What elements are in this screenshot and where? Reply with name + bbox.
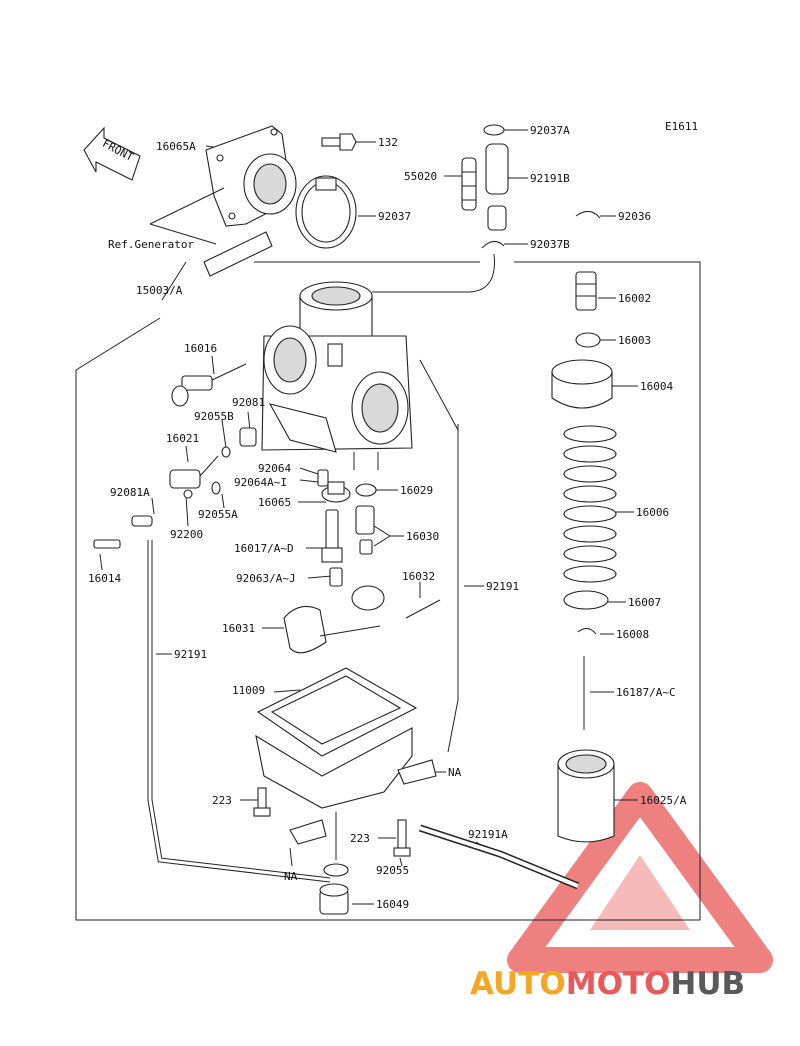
leader-lines bbox=[99, 129, 638, 905]
label-223-left: 223 bbox=[212, 794, 232, 807]
part-16025A-slide bbox=[557, 749, 615, 843]
label-92064: 92064 bbox=[258, 462, 291, 475]
part-92055B-ring bbox=[221, 446, 231, 458]
part-float-bowl bbox=[255, 727, 413, 809]
part-16065-nozzle bbox=[321, 481, 351, 503]
part-16029-gasket bbox=[355, 483, 377, 497]
label-92036: 92036 bbox=[618, 210, 651, 223]
label-16002: 16002 bbox=[618, 292, 651, 305]
part-92036-clip bbox=[575, 211, 601, 219]
label-16049: 16049 bbox=[376, 898, 409, 911]
label-92037B: 92037B bbox=[530, 238, 570, 251]
label-NA-left: NA bbox=[284, 870, 298, 883]
label-92055: 92055 bbox=[376, 864, 409, 877]
label-92037: 92037 bbox=[378, 210, 411, 223]
label-16021: 16021 bbox=[166, 432, 199, 445]
part-na-bracket-left bbox=[289, 819, 327, 845]
watermark-auto: AUTO bbox=[470, 966, 566, 1002]
label-92191-left: 92191 bbox=[174, 648, 207, 661]
label-16017AD: 16017/A~D bbox=[234, 542, 294, 555]
part-92055A-ring bbox=[211, 481, 221, 495]
part-132-bolt bbox=[321, 133, 357, 151]
watermark-text: AUTOMOTOHUB bbox=[470, 966, 745, 1002]
part-11009-gasket bbox=[256, 667, 418, 757]
part-na-bracket-right bbox=[397, 759, 437, 785]
part-ref-generator-bar bbox=[149, 187, 273, 277]
part-55020-spring bbox=[461, 157, 477, 211]
part-16003-nut bbox=[575, 332, 601, 348]
part-16006-spring bbox=[563, 425, 617, 583]
part-223-screw-right bbox=[393, 819, 411, 857]
part-92037B-clip bbox=[481, 241, 505, 249]
label-16065: 16065 bbox=[258, 496, 291, 509]
front-arrow: FRONT bbox=[83, 126, 141, 181]
label-92081: 92081 bbox=[232, 396, 265, 409]
part-16007-plate bbox=[563, 590, 609, 610]
label-16004: 16004 bbox=[640, 380, 673, 393]
watermark-hub: HUB bbox=[670, 966, 745, 1002]
label-92191B: 92191B bbox=[530, 172, 570, 185]
part-16032-pin bbox=[405, 599, 441, 619]
part-92200-washer bbox=[183, 489, 193, 499]
label-16030: 16030 bbox=[406, 530, 439, 543]
part-16030-jet bbox=[355, 505, 375, 555]
label-132: 132 bbox=[378, 136, 398, 149]
hoses bbox=[147, 359, 580, 890]
label-92081A: 92081A bbox=[110, 486, 150, 499]
label-92055B: 92055B bbox=[194, 410, 234, 423]
part-92081-spring bbox=[239, 427, 257, 447]
label-55020: 55020 bbox=[404, 170, 437, 183]
part-16008-clip bbox=[577, 628, 597, 635]
label-16008: 16008 bbox=[616, 628, 649, 641]
label-16029: 16029 bbox=[400, 484, 433, 497]
label-92064AI: 92064A~I bbox=[234, 476, 287, 489]
part-16014-screw bbox=[93, 539, 121, 549]
ref-generator-label: Ref.Generator bbox=[108, 238, 194, 251]
part-92037-clamp bbox=[295, 175, 357, 249]
part-92055-oring bbox=[323, 863, 349, 877]
part-16004-top-cap bbox=[551, 359, 613, 409]
part-92064-spring bbox=[317, 469, 329, 487]
label-92200: 92200 bbox=[170, 528, 203, 541]
label-92063AJ: 92063/A~J bbox=[236, 572, 296, 585]
part-92191B-tube bbox=[485, 143, 509, 231]
label-15003A: 15003/A bbox=[136, 284, 183, 297]
part-92063-main-jet bbox=[329, 567, 343, 587]
part-15003A-carb-body bbox=[261, 281, 413, 470]
part-16002-cap bbox=[575, 271, 597, 311]
label-16007: 16007 bbox=[628, 596, 661, 609]
label-16187AC: 16187/A~C bbox=[616, 686, 676, 699]
part-16031-float bbox=[283, 585, 385, 654]
label-16025A: 16025/A bbox=[640, 794, 687, 807]
label-16065A: 16065A bbox=[156, 140, 196, 153]
part-92081A-spring bbox=[131, 515, 153, 527]
label-16031: 16031 bbox=[222, 622, 255, 635]
label-92191-right: 92191 bbox=[486, 580, 519, 593]
label-92191A: 92191A bbox=[468, 828, 508, 841]
diagram-code: E1611 bbox=[665, 120, 698, 133]
label-92037A: 92037A bbox=[530, 124, 570, 137]
label-16032: 16032 bbox=[402, 570, 435, 583]
part-16049-plug bbox=[319, 883, 349, 915]
label-223-right: 223 bbox=[350, 832, 370, 845]
part-92037A-clip bbox=[483, 124, 505, 136]
label-16014: 16014 bbox=[88, 572, 121, 585]
label-NA-right: NA bbox=[448, 766, 462, 779]
label-16016: 16016 bbox=[184, 342, 217, 355]
label-92055A: 92055A bbox=[198, 508, 238, 521]
part-16017-needle-jet bbox=[321, 509, 343, 563]
part-16016-choke bbox=[171, 363, 247, 407]
watermark-moto: MOTO bbox=[566, 966, 671, 1002]
part-16065A-inlet-holder bbox=[205, 125, 297, 227]
label-16003: 16003 bbox=[618, 334, 651, 347]
label-11009: 11009 bbox=[232, 684, 265, 697]
label-16006: 16006 bbox=[636, 506, 669, 519]
assembly-frame bbox=[75, 261, 701, 921]
part-223-screw-left bbox=[253, 787, 271, 817]
part-16021-screw bbox=[169, 455, 219, 489]
